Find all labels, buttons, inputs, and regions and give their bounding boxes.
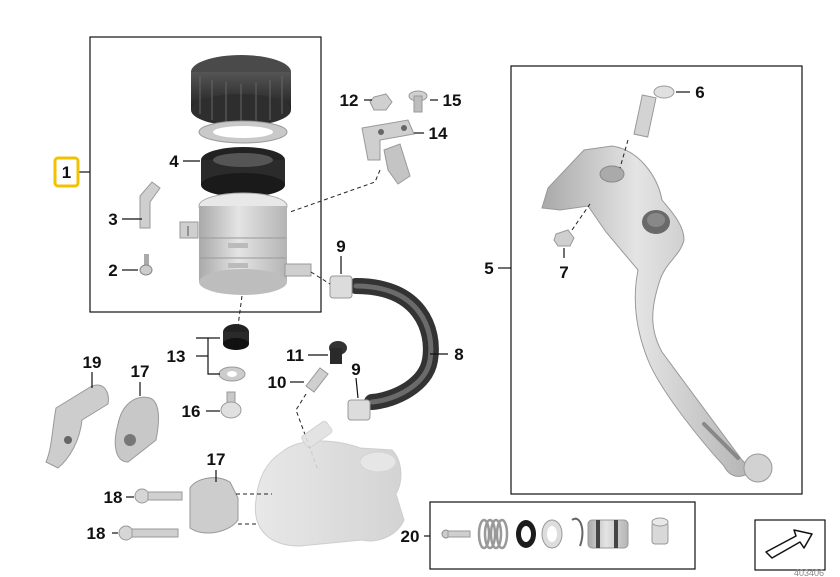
callout-12[interactable]: 12 bbox=[340, 91, 359, 110]
callout-6[interactable]: 6 bbox=[695, 83, 704, 102]
clamp-part-9-lower[interactable] bbox=[347, 399, 371, 421]
callout-15[interactable]: 15 bbox=[443, 91, 462, 110]
hose-part-8[interactable] bbox=[348, 278, 439, 410]
callout-8[interactable]: 8 bbox=[454, 345, 463, 364]
callout-13[interactable]: 13 bbox=[167, 347, 186, 366]
callout-1-highlight bbox=[53, 156, 80, 188]
callout-1[interactable]: 1 bbox=[62, 163, 71, 182]
callout-4[interactable]: 4 bbox=[169, 152, 179, 171]
callout-9-upper[interactable]: 9 bbox=[336, 237, 345, 256]
grommet-part-13[interactable] bbox=[223, 324, 249, 350]
clamp-part-17-upper[interactable] bbox=[114, 396, 159, 463]
screw-part-15[interactable] bbox=[408, 90, 428, 113]
brake-lever-part-5[interactable] bbox=[541, 145, 773, 483]
pin-part-6[interactable] bbox=[633, 85, 675, 138]
cap-part-11[interactable] bbox=[329, 341, 347, 364]
callout-18-upper[interactable]: 18 bbox=[104, 488, 123, 507]
master-cylinder-ghost bbox=[254, 420, 405, 547]
callout-20[interactable]: 20 bbox=[401, 527, 420, 546]
callout-2[interactable]: 2 bbox=[108, 261, 117, 280]
callout-14[interactable]: 14 bbox=[429, 124, 448, 143]
clamp-part-19[interactable] bbox=[45, 384, 109, 469]
reservoir-group-frame bbox=[89, 36, 322, 313]
piston-kit-part-20[interactable] bbox=[441, 517, 669, 550]
callout-9-lower[interactable]: 9 bbox=[351, 360, 360, 379]
bracket-part-3[interactable] bbox=[139, 181, 199, 239]
callouts: 1 2 3 4 5 6 7 8 9 9 10 11 12 13 14 15 16… bbox=[53, 83, 705, 546]
callout-7[interactable]: 7 bbox=[559, 263, 568, 282]
clamp-part-17-lower[interactable] bbox=[189, 477, 239, 534]
callout-10[interactable]: 10 bbox=[268, 373, 287, 392]
reference-number: 403406 bbox=[794, 568, 824, 577]
orientation-arrow-icon bbox=[754, 519, 826, 571]
dash-pin-lever bbox=[619, 139, 629, 169]
mount-bracket-part-14[interactable] bbox=[361, 119, 415, 185]
washer-part-13[interactable] bbox=[218, 366, 246, 382]
banjo-part-10[interactable] bbox=[305, 367, 329, 393]
callout-11[interactable]: 11 bbox=[286, 346, 304, 365]
leader-lines bbox=[78, 91, 690, 537]
reservoir-assembly[interactable] bbox=[191, 55, 312, 295]
callout-17-lower[interactable]: 17 bbox=[207, 450, 226, 469]
dash-outlet-clamp bbox=[310, 271, 331, 285]
screw-part-2[interactable] bbox=[139, 254, 153, 276]
dash-bracket-reservoir bbox=[289, 169, 381, 213]
callout-16[interactable]: 16 bbox=[182, 402, 201, 421]
callout-19[interactable]: 19 bbox=[83, 353, 102, 372]
lever-group-frame bbox=[510, 65, 803, 495]
callout-18-lower[interactable]: 18 bbox=[87, 524, 106, 543]
dash-nut-lever bbox=[571, 203, 591, 231]
bolt-part-16[interactable] bbox=[220, 391, 242, 419]
nut-part-12[interactable] bbox=[369, 93, 393, 111]
nut-part-7[interactable] bbox=[553, 229, 575, 247]
callout-17-upper[interactable]: 17 bbox=[131, 362, 150, 381]
dash-reservoir-grommet bbox=[237, 295, 243, 327]
clamp-part-9-upper[interactable] bbox=[329, 275, 353, 299]
callout-5[interactable]: 5 bbox=[484, 259, 493, 278]
bolt-part-18-lower[interactable] bbox=[118, 525, 179, 541]
callout-3[interactable]: 3 bbox=[108, 210, 117, 229]
bolt-part-18-upper[interactable] bbox=[134, 488, 183, 504]
